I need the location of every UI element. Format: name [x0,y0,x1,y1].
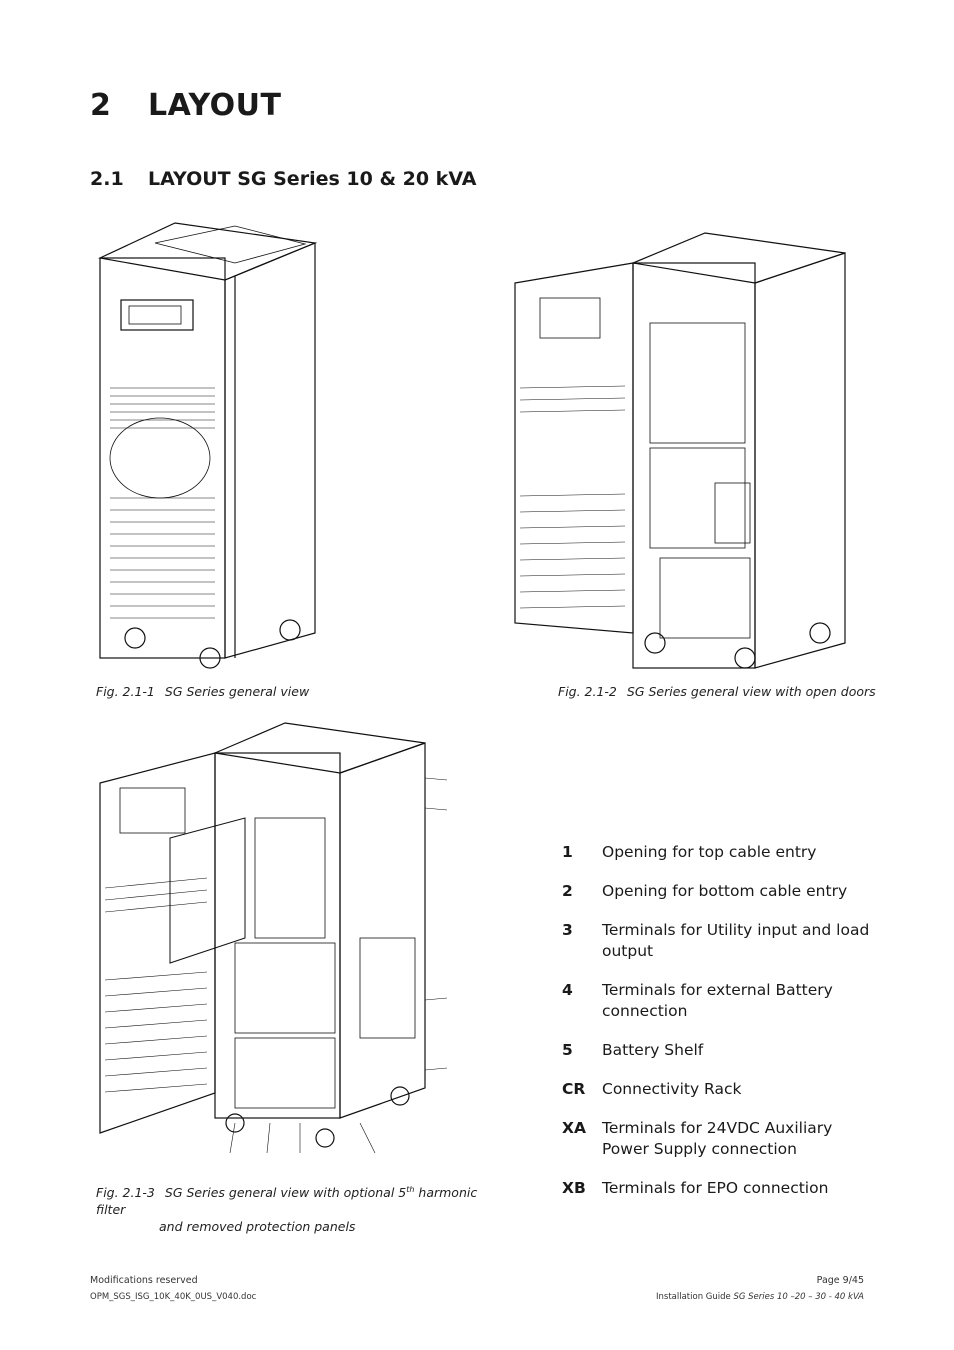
chapter-heading: 2 LAYOUT [90,88,281,123]
section-number: 2.1 [90,168,124,190]
figure-caption-text-line2: and removed protection panels [159,1219,356,1235]
figure-internal-view [99,722,448,1154]
chapter-number: 2 [90,88,112,123]
legend-text: Battery Shelf [602,1041,704,1059]
footer-doc-title-prefix: Installation Guide [656,1292,734,1302]
legend-item: 3 Terminals for Utility input and load ou… [562,920,882,962]
legend-text: Terminals for 24VDC Auxiliary Power Supp… [602,1119,833,1158]
figure-caption-text: SG Series general view with optional 5 [164,1185,407,1201]
figure-caption-text: SG Series general view with open doors [626,684,876,699]
legend-item: XB Terminals for EPO connection [562,1178,882,1199]
figure-closed-cabinet [98,222,318,669]
legend-text: Opening for top cable entry [602,843,817,861]
legend-item: 2 Opening for bottom cable entry [562,881,882,902]
figure-caption-2: Fig. 2.1-2 SG Series general view with op… [558,684,876,699]
legend-key: 2 [562,882,573,900]
footer-left-line2: OPM_SGS_ISG_10K_40K_0US_V040.doc [90,1292,257,1302]
legend-key: 4 [562,981,573,999]
legend-text: Terminals for EPO connection [602,1179,829,1197]
legend-key: 5 [562,1041,573,1059]
chapter-title: LAYOUT [148,88,282,123]
figure-caption-superscript: th [406,1185,415,1194]
legend-item: 5 Battery Shelf [562,1040,882,1061]
figure-number: Fig. 2.1-3 [96,1185,155,1201]
figure-number: Fig. 2.1-2 [558,684,617,699]
legend-list: 1 Opening for top cable entry 2 Opening fo… [562,842,882,1217]
footer-doc-title: Installation Guide SG Series 10 –20 – 30… [656,1292,864,1302]
legend-item: 1 Opening for top cable entry [562,842,882,863]
legend-item: XA Terminals for 24VDC Auxiliary Power Su… [562,1118,882,1160]
legend-key: XA [562,1119,586,1137]
footer-page-number: Page 9/45 [816,1275,864,1286]
footer-left-line1: Modifications reserved [90,1275,198,1286]
figure-caption-1: Fig. 2.1-1 SG Series general view [96,684,309,699]
figure-number: Fig. 2.1-1 [96,684,155,699]
section-title: LAYOUT SG Series 10 & 20 kVA [148,168,477,190]
figure-caption-text: SG Series general view [164,684,310,699]
footer-doc-title-series: SG Series 10 –20 – 30 - 40 kVA [733,1292,864,1302]
legend-text: Connectivity Rack [602,1080,742,1098]
legend-key: 1 [562,843,573,861]
legend-item: CR Connectivity Rack [562,1079,882,1100]
section-heading: 2.1 LAYOUT SG Series 10 & 20 kVA [90,168,476,190]
legend-text: Terminals for external Battery connectio… [602,981,833,1020]
figure-open-doors [514,232,846,669]
legend-text: Opening for bottom cable entry [602,882,848,900]
legend-key: XB [562,1179,586,1197]
legend-item: 4 Terminals for external Battery connecti… [562,980,882,1022]
legend-text: Terminals for Utility input and load out… [602,921,870,960]
legend-key: CR [562,1080,586,1098]
figure-caption-text-cont: harmonic filter [96,1185,478,1218]
figure-caption-3: Fig. 2.1-3 SG Series general view with op… [96,1181,506,1235]
legend-key: 3 [562,921,573,939]
